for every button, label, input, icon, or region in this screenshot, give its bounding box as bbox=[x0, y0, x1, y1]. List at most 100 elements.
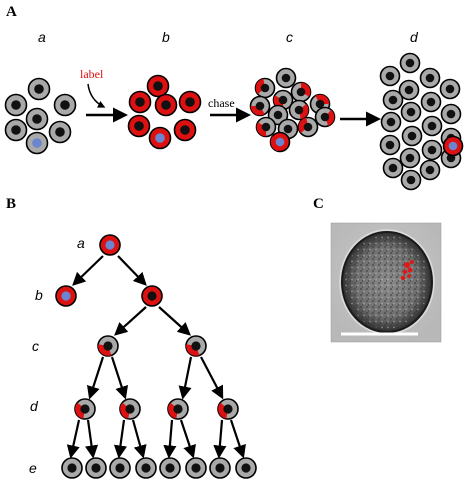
cell bbox=[235, 457, 257, 479]
cell bbox=[419, 159, 441, 181]
cell-cluster-b bbox=[127, 74, 202, 150]
cell bbox=[288, 99, 310, 121]
cell bbox=[128, 90, 152, 114]
cell bbox=[442, 135, 464, 157]
cell bbox=[25, 131, 49, 155]
lineage-arrow bbox=[110, 356, 129, 400]
cell bbox=[109, 457, 131, 479]
cell bbox=[400, 101, 422, 123]
lineage-arrow bbox=[178, 356, 193, 400]
micrograph-cell-texture bbox=[345, 235, 429, 329]
lineage-arrow bbox=[113, 419, 127, 459]
chase-text: chase bbox=[208, 96, 235, 110]
cell bbox=[127, 114, 151, 138]
lineage-arrow bbox=[117, 255, 147, 286]
generation-label-e: e bbox=[29, 460, 37, 476]
cell bbox=[55, 285, 77, 307]
cell bbox=[53, 93, 77, 117]
cell bbox=[209, 457, 231, 479]
cell bbox=[148, 126, 172, 150]
cell bbox=[99, 234, 121, 256]
cell bbox=[48, 120, 72, 144]
panel-c-letter: C bbox=[313, 196, 324, 212]
cell bbox=[119, 398, 141, 420]
lineage-arrow bbox=[163, 419, 177, 459]
cell bbox=[297, 116, 319, 138]
cell bbox=[249, 95, 271, 117]
cell bbox=[141, 285, 163, 307]
cell bbox=[379, 134, 401, 156]
cell bbox=[185, 457, 207, 479]
cell bbox=[173, 118, 197, 142]
cell bbox=[217, 398, 239, 420]
cell bbox=[379, 65, 401, 87]
cell bbox=[440, 103, 462, 125]
lineage-arrow bbox=[86, 356, 105, 400]
lineage-arrow bbox=[66, 419, 81, 459]
label-text: label bbox=[80, 67, 104, 81]
cell bbox=[25, 107, 49, 131]
cell bbox=[275, 67, 297, 89]
cell bbox=[398, 79, 420, 101]
cell bbox=[399, 52, 421, 74]
cell bbox=[314, 106, 336, 128]
lineage-arrow bbox=[179, 419, 196, 459]
lineage-arrow bbox=[200, 356, 224, 400]
lineage-cells bbox=[55, 234, 257, 479]
cell bbox=[382, 89, 404, 111]
cell bbox=[61, 457, 83, 479]
label-curved-arrow bbox=[87, 83, 106, 108]
lineage-arrow bbox=[85, 419, 99, 459]
cell bbox=[401, 125, 423, 147]
lineage-arrow bbox=[158, 306, 191, 336]
lineage-arrow bbox=[229, 419, 246, 459]
cell bbox=[27, 77, 51, 101]
lineage-arrow bbox=[131, 419, 147, 459]
cell bbox=[380, 111, 402, 133]
lineage-arrow bbox=[213, 419, 227, 459]
stage-label-b: b bbox=[162, 29, 170, 45]
cell-cluster-c bbox=[249, 67, 336, 153]
cell bbox=[439, 78, 461, 100]
cell bbox=[135, 457, 157, 479]
lineage-arrow bbox=[72, 255, 104, 286]
cell bbox=[290, 81, 312, 103]
generation-label-a: a bbox=[77, 235, 85, 251]
cell bbox=[399, 147, 421, 169]
generation-label-b: b bbox=[35, 287, 43, 303]
generation-label-d: d bbox=[30, 398, 39, 414]
cell bbox=[421, 115, 443, 137]
cell-cluster-a bbox=[4, 77, 77, 155]
micrograph bbox=[330, 222, 442, 343]
cell bbox=[167, 398, 189, 420]
stage-label-d: d bbox=[410, 29, 419, 45]
cell-cluster-d bbox=[379, 52, 464, 191]
cell bbox=[254, 77, 276, 99]
cell bbox=[4, 93, 28, 117]
cell bbox=[185, 335, 207, 357]
cell bbox=[382, 157, 404, 179]
cell bbox=[159, 457, 181, 479]
cell bbox=[85, 457, 107, 479]
stage-label-a: a bbox=[38, 29, 46, 45]
cell bbox=[178, 90, 202, 114]
lineage-arrow bbox=[114, 306, 147, 336]
cell bbox=[400, 169, 422, 191]
cell bbox=[420, 91, 442, 113]
panel-b-letter: B bbox=[6, 196, 16, 212]
cell bbox=[146, 74, 170, 98]
cell bbox=[97, 335, 119, 357]
cell bbox=[154, 93, 178, 117]
cell bbox=[4, 118, 28, 142]
stage-label-c: c bbox=[286, 29, 293, 45]
cell bbox=[74, 398, 96, 420]
cell bbox=[419, 67, 441, 89]
cell bbox=[255, 116, 277, 138]
cell bbox=[269, 131, 291, 153]
panel-a-letter: A bbox=[6, 4, 17, 20]
micrograph-red-label bbox=[400, 260, 414, 281]
generation-label-c: c bbox=[32, 338, 39, 354]
lineage-arrows bbox=[66, 255, 246, 459]
cell bbox=[421, 139, 443, 161]
